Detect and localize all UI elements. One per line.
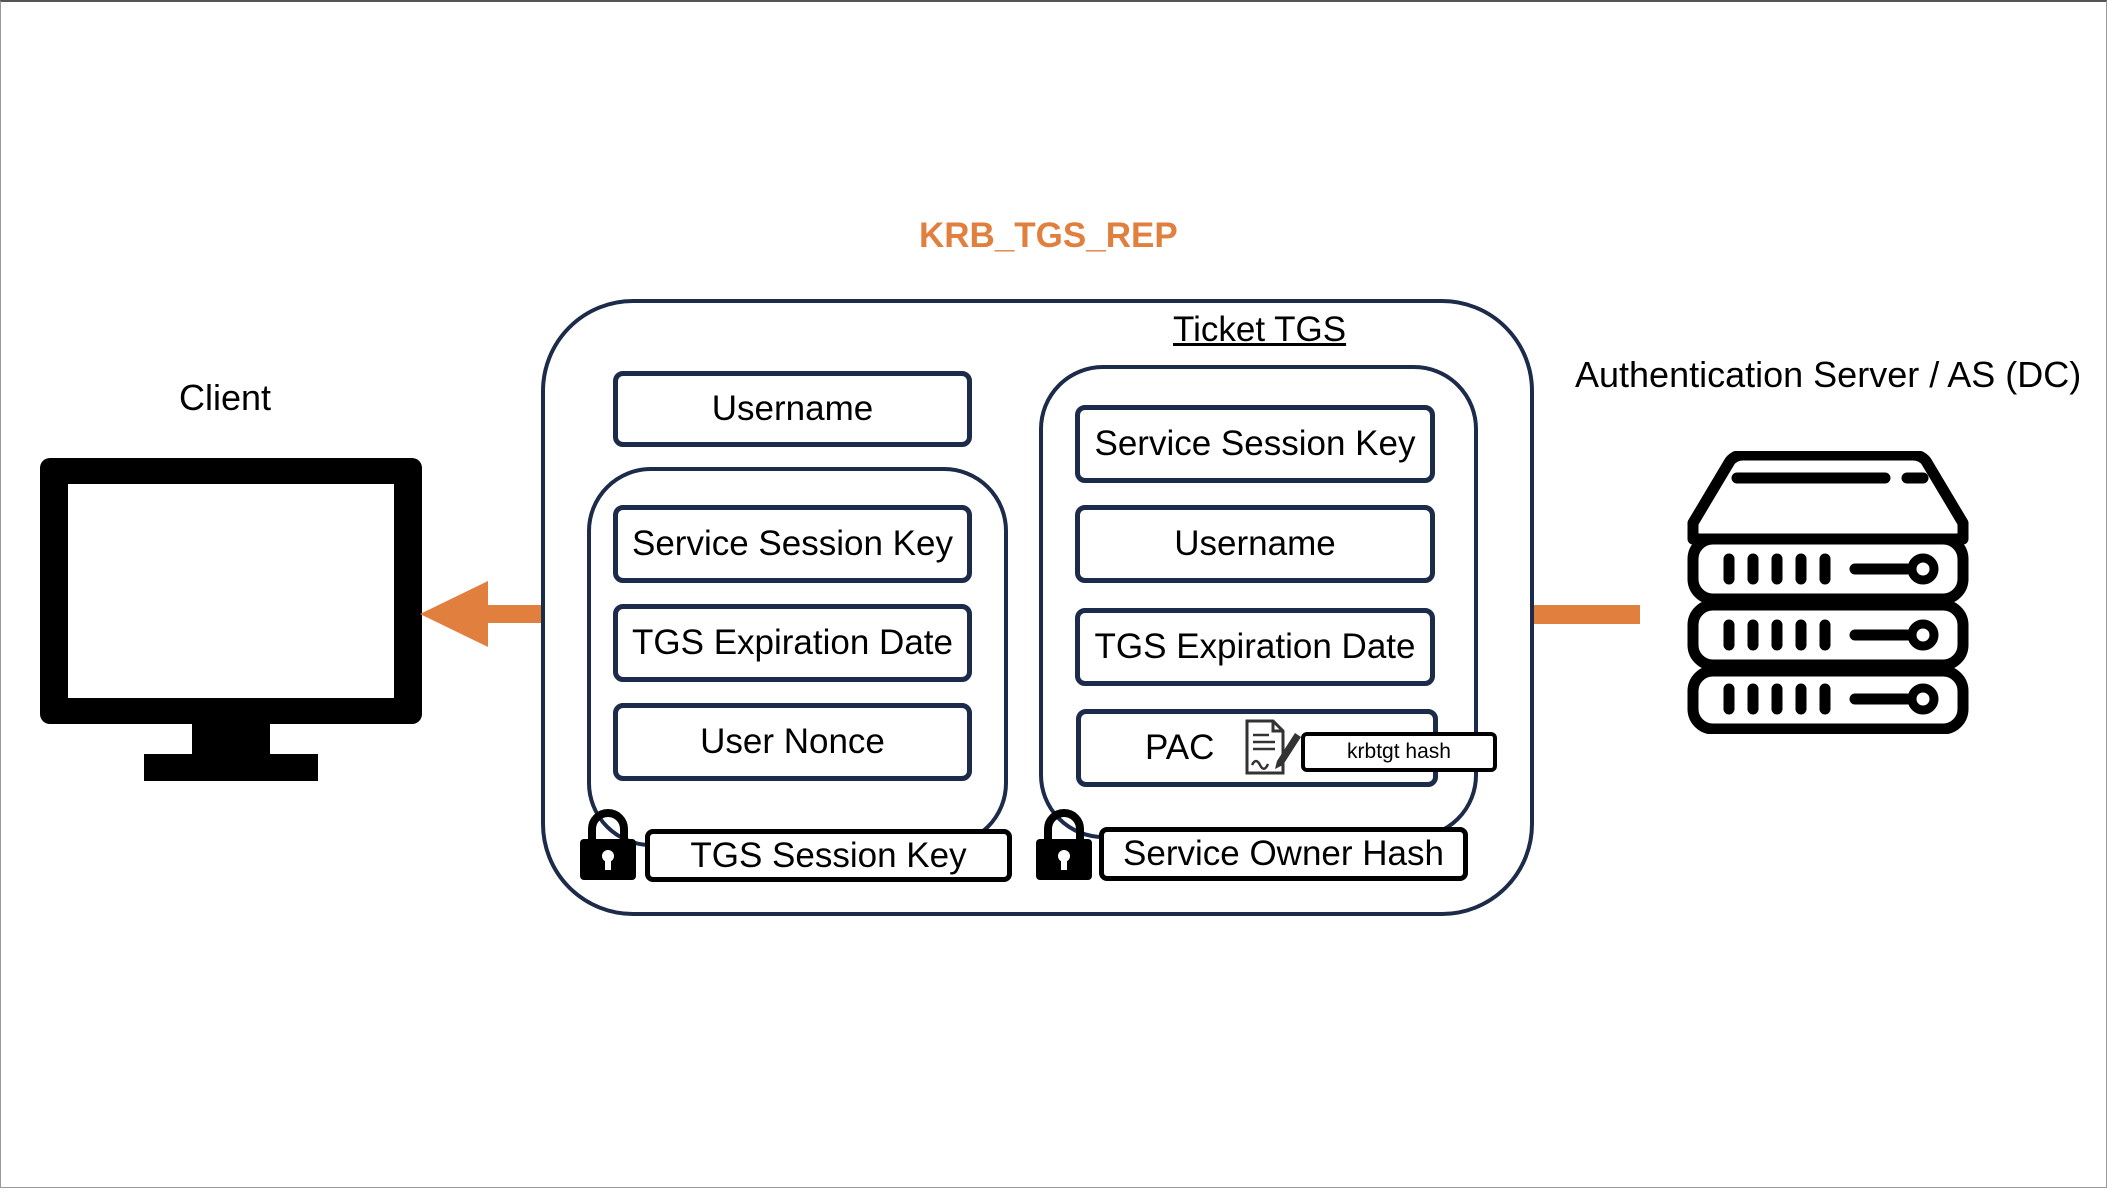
lock-icon: [580, 809, 636, 880]
server-icon: [1687, 451, 1969, 734]
monitor-icon: [40, 458, 422, 781]
message-title: KRB_TGS_REP: [919, 216, 1178, 255]
client-label: Client: [179, 377, 272, 418]
signed-document-icon: [1245, 719, 1301, 775]
service-session-key-field: Service Session Key: [613, 505, 972, 583]
server-label: Authentication Server / AS (DC): [1575, 354, 2082, 395]
pac-label: PAC: [1145, 728, 1215, 767]
ticket-username-field: Username: [1075, 505, 1435, 583]
username-field: Username: [613, 371, 972, 447]
krbtgt-hash-signature: krbtgt hash: [1301, 732, 1497, 772]
ticket-service-session-key-field: Service Session Key: [1075, 405, 1435, 483]
arrow-to-client: [420, 581, 545, 647]
user-nonce-field: User Nonce: [613, 703, 972, 781]
service-owner-hash-label: Service Owner Hash: [1099, 827, 1468, 881]
tgs-expiration-date-field: TGS Expiration Date: [613, 604, 972, 682]
ticket-title: Ticket TGS: [1173, 310, 1347, 349]
lock-icon: [1036, 809, 1092, 880]
krb-tgs-rep-message: [541, 299, 1534, 916]
tgs-session-key-label: TGS Session Key: [645, 829, 1012, 882]
ticket-tgs-expiration-date-field: TGS Expiration Date: [1075, 608, 1435, 686]
server-connector-line: [1534, 605, 1640, 624]
